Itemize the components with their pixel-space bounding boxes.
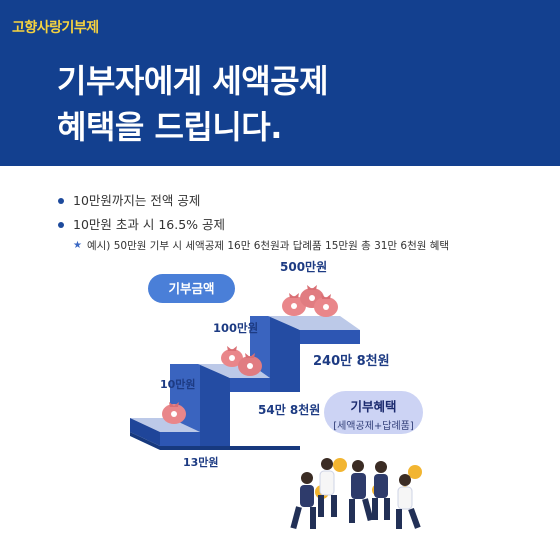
money-bag-icon xyxy=(162,402,186,424)
bullet-text: 10만원까지는 전액 공제 xyxy=(73,193,201,208)
page-title: 기부자에게 세액공제 혜택을 드립니다. xyxy=(57,58,329,150)
bullet-dot-icon xyxy=(58,198,64,204)
donation-label-100: 100만원 xyxy=(213,321,259,335)
money-bag-icon xyxy=(238,353,262,376)
bullet-item: 10만원까지는 전액 공제 xyxy=(58,189,449,213)
headline-line-1: 기부자에게 세액공제 xyxy=(57,62,329,100)
benefit-pill: 기부혜택 [세액공제+답례품] xyxy=(324,391,423,434)
money-bag-icon xyxy=(282,293,306,316)
brand-tag: 고향사랑기부제 xyxy=(12,20,99,36)
stair-front xyxy=(130,418,160,446)
bullet-list: 10만원까지는 전액 공제 10만원 초과 시 16.5% 공제 ★ 예시) 5… xyxy=(58,189,449,253)
example-note: ★ 예시) 50만원 기부 시 세액공제 16만 6천원과 답례품 15만원 총… xyxy=(73,238,449,253)
benefit-subtitle: [세액공제+답례품] xyxy=(333,421,414,432)
bullet-dot-icon xyxy=(58,222,64,228)
coin-icon xyxy=(333,458,347,472)
stair-riser xyxy=(200,364,230,446)
stair-front xyxy=(230,378,270,392)
benefit-title: 기부혜택 xyxy=(350,399,397,414)
example-note-text: 예시) 50만원 기부 시 세액공제 16만 6천원과 답례품 15만원 총 3… xyxy=(86,240,450,252)
stair-top xyxy=(268,316,360,330)
money-bag-icon xyxy=(221,346,243,367)
benefit-label-54: 54만 8천원 xyxy=(258,403,321,417)
benefit-label-13: 13만원 xyxy=(183,456,219,469)
bullet-item: 10만원 초과 시 16.5% 공제 xyxy=(58,213,449,237)
donation-label-500: 500만원 xyxy=(280,260,328,274)
donation-label-10: 10만원 xyxy=(160,378,196,391)
donation-amount-pill: 기부금액 xyxy=(148,274,235,303)
headline-line-2: 혜택을 드립니다. xyxy=(57,108,282,146)
star-icon: ★ xyxy=(73,240,82,251)
stair-base xyxy=(130,432,300,450)
money-bag-icon xyxy=(314,294,338,317)
stair-top xyxy=(130,418,200,432)
stair-front xyxy=(300,330,360,344)
people-illustration xyxy=(290,458,422,530)
stair-riser xyxy=(270,316,300,392)
stair-front xyxy=(160,432,200,446)
bullet-text: 10만원 초과 시 16.5% 공제 xyxy=(73,217,226,232)
coin-icon xyxy=(408,465,422,479)
benefit-label-240: 240만 8천원 xyxy=(313,354,390,369)
header-banner: 고향사랑기부제 기부자에게 세액공제 혜택을 드립니다. xyxy=(0,0,560,166)
